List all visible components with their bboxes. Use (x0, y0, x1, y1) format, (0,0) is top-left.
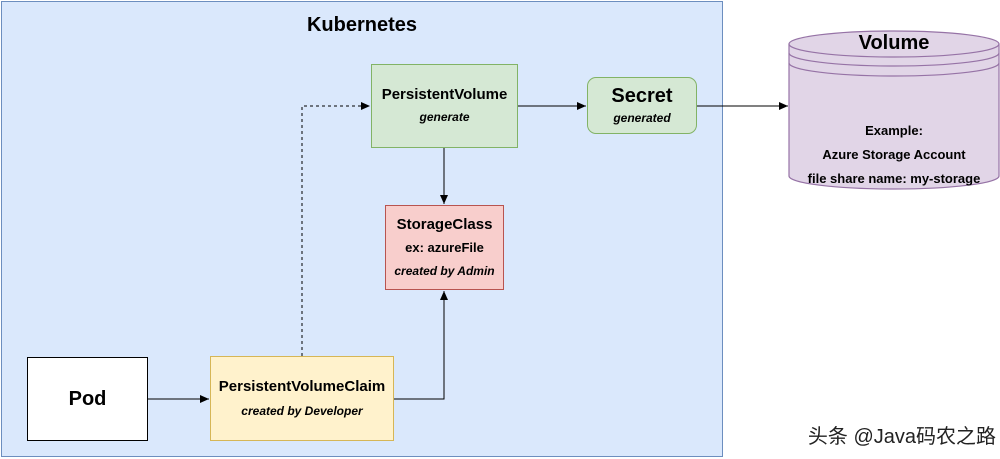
pv-note: generate (419, 110, 470, 124)
pod-label: Pod (68, 387, 107, 410)
secret-node[interactable]: Secret generated (587, 77, 697, 134)
kubernetes-title: Kubernetes (306, 14, 418, 36)
volume-node[interactable]: Volume Example: Azure Storage Account fi… (788, 28, 1000, 188)
persistent-volume-node[interactable]: PersistentVolume generate (371, 64, 518, 148)
volume-cylinder (788, 30, 1000, 190)
storageclass-note: created by Admin (394, 263, 495, 278)
pv-label: PersistentVolume (381, 86, 508, 103)
storageclass-label: StorageClass (396, 215, 493, 233)
secret-note: generated (613, 110, 671, 125)
pod-node[interactable]: Pod (27, 357, 148, 441)
storage-class-node[interactable]: StorageClass ex: azureFile created by Ad… (385, 205, 504, 290)
secret-label: Secret (611, 84, 673, 107)
volume-line-account: Azure Storage Account (822, 147, 966, 162)
volume-line-example: Example: (865, 123, 923, 138)
pvc-note: created by Developer (241, 403, 363, 418)
persistent-volume-claim-node[interactable]: PersistentVolumeClaim created by Develop… (210, 356, 394, 441)
edge-pvc-to-storageclass (394, 291, 448, 400)
pvc-label: PersistentVolumeClaim (218, 377, 386, 395)
volume-title: Volume (858, 32, 930, 54)
volume-line-share-name: file share name: my-storage (807, 171, 981, 186)
edge-pvc-to-pv-dashed (301, 102, 370, 356)
storageclass-example: ex: azureFile (405, 239, 484, 255)
watermark-text: 头条 @Java码农之路 (807, 426, 996, 448)
